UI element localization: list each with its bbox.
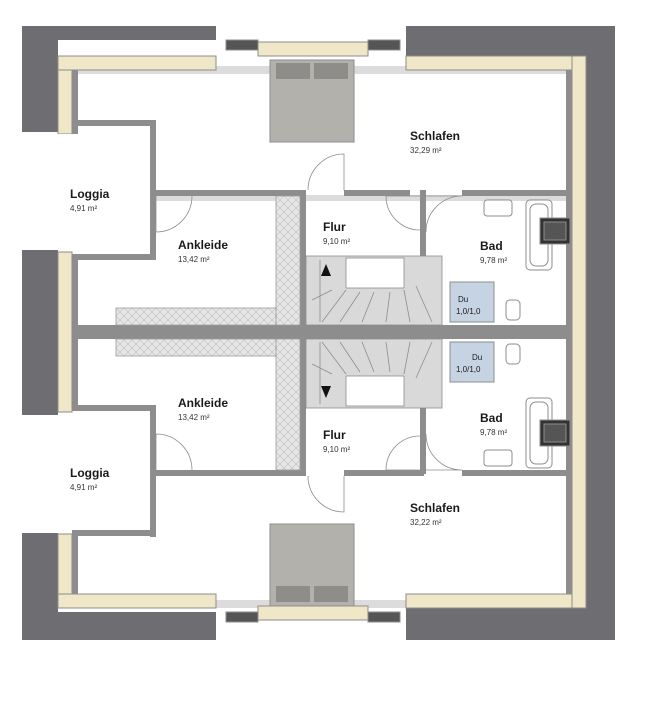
- room-area-bad-bottom: 9,78 m²: [480, 428, 507, 437]
- room-name-schlafen-bottom: Schlafen: [410, 501, 460, 515]
- room-name-schlafen-top: Schlafen: [410, 129, 460, 143]
- room-area-schlafen-bottom: 32,22 m²: [410, 518, 442, 527]
- room-area-schlafen-top: 32,29 m²: [410, 146, 442, 155]
- shower-size-bottom: 1,0/1,0: [456, 365, 481, 374]
- bath-fixtures-bottom: [483, 343, 571, 469]
- shower-bottom: [449, 341, 495, 383]
- bath-fixtures-top: [483, 199, 571, 321]
- shower-label-top: Du: [458, 295, 468, 304]
- room-name-ankleide-bottom: Ankleide: [178, 396, 228, 410]
- room-name-bad-bottom: Bad: [480, 411, 503, 425]
- loggia-top-area: [46, 134, 156, 250]
- room-area-loggia-top: 4,91 m²: [70, 204, 97, 213]
- room-area-ankleide-top: 13,42 m²: [178, 255, 210, 264]
- room-area-loggia-bottom: 4,91 m²: [70, 483, 97, 492]
- insulation: [57, 55, 587, 609]
- room-area-ankleide-bottom: 13,42 m²: [178, 413, 210, 422]
- windows: [225, 39, 401, 623]
- door-swings: [155, 153, 463, 513]
- shower-size-top: 1,0/1,0: [456, 307, 481, 316]
- bed-bottom: [269, 523, 355, 607]
- bed-top: [269, 59, 355, 143]
- room-name-flur-top: Flur: [323, 220, 346, 234]
- room-name-flur-bottom: Flur: [323, 428, 346, 442]
- room-name-loggia-bottom: Loggia: [70, 466, 110, 480]
- loggia-bottom-area: [46, 415, 156, 533]
- room-area-flur-top: 9,10 m²: [323, 237, 350, 246]
- room-name-ankleide-top: Ankleide: [178, 238, 228, 252]
- stairs-top: [305, 255, 443, 326]
- stairs-bottom: [305, 338, 443, 409]
- room-name-loggia-top: Loggia: [70, 187, 110, 201]
- closets: [115, 195, 301, 471]
- room-name-bad-top: Bad: [480, 239, 503, 253]
- room-area-flur-bottom: 9,10 m²: [323, 445, 350, 454]
- room-area-bad-top: 9,78 m²: [480, 256, 507, 265]
- shower-label-bottom: Du: [472, 353, 482, 362]
- walls: [72, 70, 572, 594]
- shower-top: [449, 281, 495, 323]
